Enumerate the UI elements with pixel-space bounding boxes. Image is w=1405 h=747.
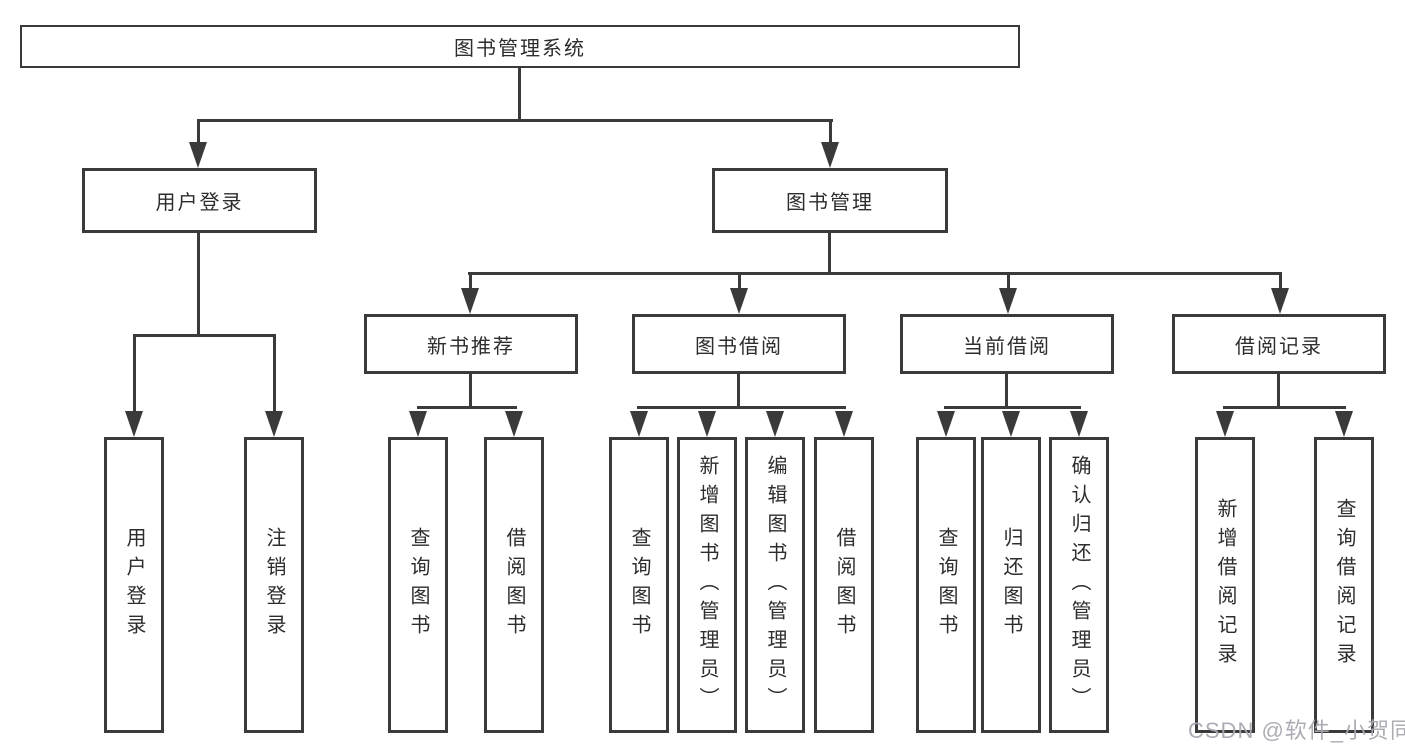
connector-line (469, 273, 472, 291)
connector-line (944, 406, 1081, 409)
leaf-label: 借阅图书 (503, 527, 525, 643)
leaf-confirm-return-admin: 确认归还（管理员） (1049, 437, 1109, 733)
csdn-watermark: CSDN @软件_小贺同学 (1188, 718, 1405, 743)
connector-line (469, 372, 472, 409)
arrow-down-icon (730, 288, 748, 314)
connector-line (133, 334, 276, 337)
connector-line (273, 335, 276, 411)
leaf-label: 编辑图书（管理员） (764, 454, 786, 716)
node-book-management: 图书管理 (712, 168, 948, 233)
leaf-query-books-current: 查询图书 (916, 437, 976, 733)
leaf-return-books: 归还图书 (981, 437, 1041, 733)
connector-line (637, 406, 846, 409)
node-book-management-label: 图书管理 (786, 192, 874, 214)
connector-line (468, 272, 1282, 275)
node-borrow-records: 借阅记录 (1172, 314, 1386, 374)
leaf-user-login-label: 用户登录 (123, 527, 145, 643)
leaf-add-book-admin: 新增图书（管理员） (677, 437, 737, 733)
arrow-down-icon (937, 411, 955, 437)
connector-line (1005, 372, 1008, 409)
leaf-logout: 注销登录 (244, 437, 304, 733)
arrow-down-icon (409, 411, 427, 437)
connector-line (829, 120, 832, 146)
arrow-down-icon (1335, 411, 1353, 437)
connector-line (738, 273, 741, 291)
connector-line (133, 335, 136, 411)
leaf-label: 查询借阅记录 (1333, 498, 1355, 672)
connector-line (197, 231, 200, 336)
leaf-edit-book-admin: 编辑图书（管理员） (745, 437, 805, 733)
leaf-label: 确认归还（管理员） (1068, 454, 1090, 716)
connector-line (1277, 372, 1280, 409)
arrow-down-icon (1070, 411, 1088, 437)
leaf-label: 查询图书 (407, 527, 429, 643)
arrow-down-icon (1216, 411, 1234, 437)
connector-line (518, 66, 521, 121)
leaf-label: 查询图书 (628, 527, 650, 643)
leaf-query-books-borrow: 查询图书 (609, 437, 669, 733)
connector-line (1279, 273, 1282, 291)
node-current-borrow: 当前借阅 (900, 314, 1114, 374)
node-borrow-records-label: 借阅记录 (1235, 335, 1323, 358)
leaf-logout-label: 注销登录 (263, 527, 285, 643)
leaf-query-books-recommend: 查询图书 (388, 437, 448, 733)
arrow-down-icon (835, 411, 853, 437)
arrow-down-icon (1271, 288, 1289, 314)
connector-line (1223, 406, 1346, 409)
leaf-label: 新增图书（管理员） (696, 454, 718, 716)
arrow-down-icon (505, 411, 523, 437)
arrow-down-icon (265, 411, 283, 437)
node-new-book-recommend-label: 新书推荐 (427, 335, 515, 358)
arrow-down-icon (461, 288, 479, 314)
leaf-label: 借阅图书 (833, 527, 855, 643)
leaf-borrow-books-recommend: 借阅图书 (484, 437, 544, 733)
node-book-borrow: 图书借阅 (632, 314, 846, 374)
leaf-user-login: 用户登录 (104, 437, 164, 733)
node-root: 图书管理系统 (20, 25, 1020, 68)
connector-line (197, 119, 833, 122)
arrow-down-icon (630, 411, 648, 437)
node-book-borrow-label: 图书借阅 (695, 335, 783, 358)
arrow-down-icon (698, 411, 716, 437)
connector-line (417, 406, 517, 409)
arrow-down-icon (821, 142, 839, 168)
node-current-borrow-label: 当前借阅 (963, 335, 1051, 358)
leaf-add-borrow-record: 新增借阅记录 (1195, 437, 1255, 733)
arrow-down-icon (189, 142, 207, 168)
leaf-label: 查询图书 (935, 527, 957, 643)
node-user-login: 用户登录 (82, 168, 317, 233)
connector-line (1007, 273, 1010, 291)
node-root-label: 图书管理系统 (454, 38, 586, 60)
leaf-borrow-books: 借阅图书 (814, 437, 874, 733)
arrow-down-icon (125, 411, 143, 437)
leaf-label: 归还图书 (1000, 527, 1022, 643)
node-user-login-label: 用户登录 (155, 192, 244, 214)
arrow-down-icon (1002, 411, 1020, 437)
arrow-down-icon (999, 288, 1017, 314)
connector-line (737, 372, 740, 409)
leaf-query-borrow-record: 查询借阅记录 (1314, 437, 1374, 733)
connector-line (828, 231, 831, 275)
node-new-book-recommend: 新书推荐 (364, 314, 578, 374)
connector-line (197, 120, 200, 146)
leaf-label: 新增借阅记录 (1214, 498, 1236, 672)
arrow-down-icon (766, 411, 784, 437)
